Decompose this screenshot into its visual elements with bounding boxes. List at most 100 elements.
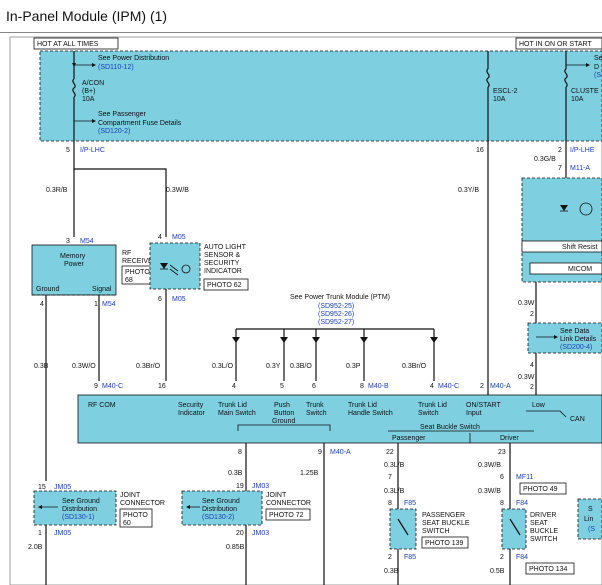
right-d-label: D [594, 64, 599, 71]
connector-m54-lower: M54 [102, 301, 116, 308]
photo-60-line2: 60 [123, 520, 131, 527]
rf-signal-label: Signal [92, 286, 112, 293]
pin-5: 5 [66, 147, 70, 154]
lower-pin-19: 19 [236, 483, 244, 490]
wire-03p: 0.3P [346, 363, 361, 370]
pin-3: 3 [66, 238, 70, 245]
connector-f84-lower: F84 [516, 554, 528, 561]
ipm-trunk-lid-line2: Switch [418, 410, 439, 417]
wire-03l-b: 0.3L/B [384, 462, 405, 469]
rf-ground-label: Ground [36, 286, 59, 293]
photo-62-box [203, 278, 249, 291]
see-power-distribution-arrow-icon [92, 63, 96, 67]
autolight-line2: SENSOR & [204, 252, 241, 259]
photo-60-line1: PHOTO [123, 512, 148, 519]
fuse-panel [39, 50, 602, 142]
data-link-line1: See Data [560, 328, 589, 335]
ptm-arrows [232, 329, 438, 381]
pin-4-datalink: 4 [530, 362, 534, 369]
lower-pin-15: 15 [38, 484, 46, 491]
ipm-onstart-line1: ON/START [466, 402, 501, 409]
see-power-distribution-ref: (SD110-12) [98, 64, 134, 71]
acon-fuse-rating: 10A [82, 96, 95, 103]
wire-03b-c: 0.3B [384, 568, 399, 575]
right-ground-box [577, 498, 602, 540]
ipm-passenger: Passenger [392, 435, 426, 442]
connector-jm03: JM03 [252, 483, 269, 490]
cluster-fuse-rating: 10A [571, 96, 584, 103]
switch-icon-passenger [397, 518, 409, 536]
shift-resist-label: Shift Resist [562, 244, 597, 251]
connector-ip-lhc: I/P-LHC [80, 147, 105, 154]
ipm-low: Low [532, 402, 546, 409]
lower-pin-22: 22 [386, 449, 394, 456]
data-link-ref: (SD200-4) [560, 344, 592, 351]
joint-connector-line1-mid: JOINT [266, 492, 287, 499]
wire-05b: 0.5B [490, 568, 505, 575]
light-sensor-icon [181, 264, 191, 274]
see-ground-line1: See Ground [62, 498, 100, 505]
ipm-push-line1: Push [274, 402, 290, 409]
acon-fuse-name: A/CON [82, 80, 104, 87]
photo-72-box [265, 508, 311, 521]
connector-f84: F84 [516, 500, 528, 507]
connector-m40a: M40-A [490, 383, 511, 390]
led-icon [160, 263, 168, 269]
right-lower-lin: Lin [584, 516, 593, 523]
connector-m40b: M40-B [368, 383, 389, 390]
joint-connector-jm03 [181, 490, 263, 526]
joint-connector-line2-mid: CONNECTOR [266, 500, 311, 507]
rf-receiver-line2: RECEIVER [122, 258, 158, 265]
joint-connector-line2-left: CONNECTOR [120, 500, 165, 507]
wire-03w-b-lower: 0.3W [518, 374, 535, 381]
ipm-pin-6: 6 [312, 383, 316, 390]
ipm-trunk-main-line1: Trunk Lid [218, 402, 247, 409]
wire-03b-a: 0.3B [34, 363, 49, 370]
pin-16: 16 [476, 147, 484, 154]
diagram-frame [9, 36, 602, 585]
hot-in-on-start-label: HOT IN ON OR START [519, 41, 592, 48]
lower-pin-1: 1 [38, 530, 42, 537]
wire-03y-b: 0.3Y/B [458, 187, 479, 194]
lower-pin-9: 9 [318, 449, 322, 456]
escl-fuse-rating: 10A [493, 96, 506, 103]
wire-03w-b: 0.3W/B [166, 187, 189, 194]
wire-03r-b: 0.3R/B [46, 187, 68, 194]
lower-pin-20: 20 [236, 530, 244, 537]
lower-pin-2-f85: 2 [388, 554, 392, 561]
data-link-line2: Link Details [560, 336, 597, 343]
cluster-fuse-name: CLUSTE [571, 88, 599, 95]
driver-seat-buckle-switch [501, 508, 527, 550]
dsbs-line3: BUCKLE [530, 528, 558, 535]
ptm-ref-1: (SD952-25) [318, 303, 354, 310]
cluster-fuse-icon [564, 68, 568, 88]
gauge-icon [579, 202, 593, 216]
connector-m40a-lower: M40-A [330, 449, 351, 456]
micom-label: MICOM [568, 266, 592, 273]
ipm-seat-buckle: Seat Buckle Switch [420, 424, 480, 431]
ptm-ref-3: (SD952-27) [318, 319, 354, 326]
wire-03b-o: 0.3B/O [290, 363, 312, 370]
photo-68-line2: 68 [125, 277, 133, 284]
ground-dist-arrow-icon [38, 505, 42, 509]
right-lower-s: S [588, 506, 593, 513]
lower-pin-6: 6 [500, 474, 504, 481]
wire-03y: 0.3Y [266, 363, 281, 370]
right-see-label: Se [594, 55, 602, 62]
wire-125b: 1.25B [300, 470, 319, 477]
ipm-pin-4: 4 [232, 383, 236, 390]
psbs-line2: SEAT BUCKLE [422, 520, 470, 527]
ground-dist-arrow-icon-2 [186, 505, 190, 509]
joint-connector-jm05 [33, 490, 117, 526]
ipm-security-line1: Security [178, 402, 204, 409]
ipm-pin-8: 8 [360, 383, 364, 390]
see-ground-ref-2: (SD130-2) [202, 514, 234, 521]
ipm-pin-9: 9 [94, 383, 98, 390]
connector-m40c-2: M40-C [438, 383, 459, 390]
ipm-push-line2: Button [274, 410, 294, 417]
lower-pin-8: 8 [238, 449, 242, 456]
photo-60-box [119, 508, 153, 528]
ipm-trunk-line2: Switch [306, 410, 327, 417]
connector-jm03-lower: JM03 [252, 530, 269, 537]
title-bar: In-Panel Module (IPM) (1) [0, 0, 602, 33]
